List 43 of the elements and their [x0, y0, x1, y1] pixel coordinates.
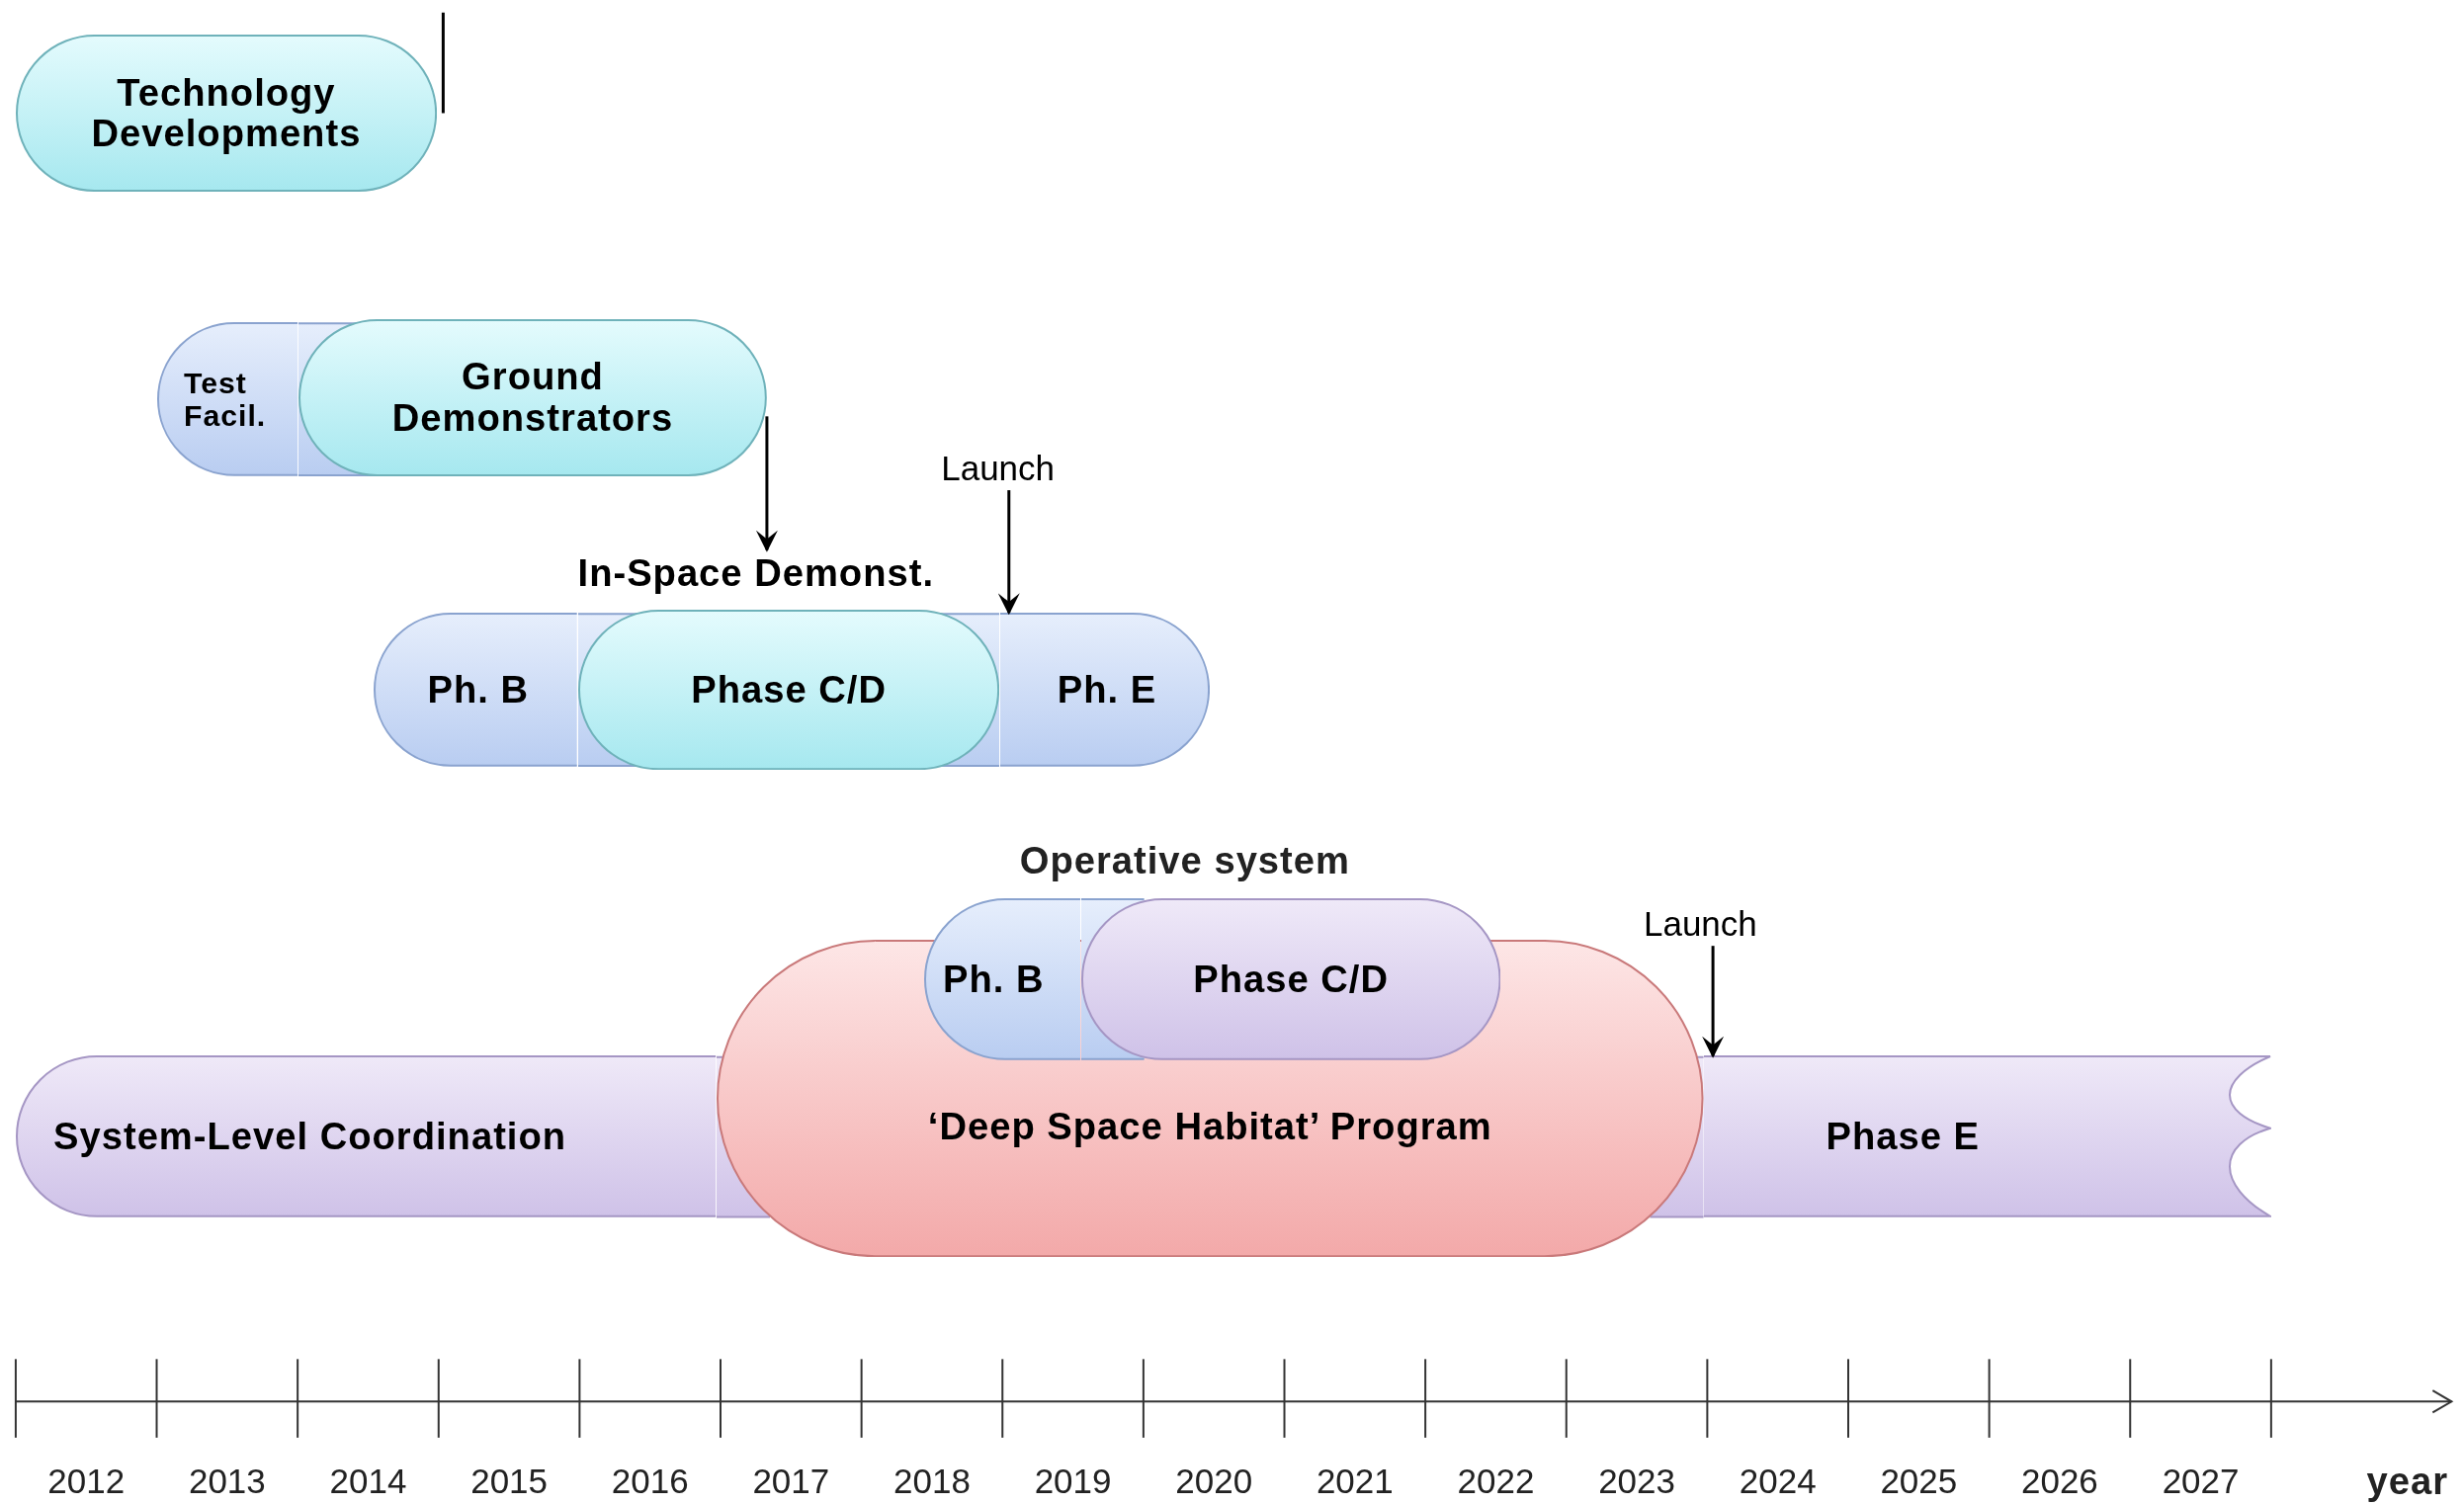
annotation-text: Launch	[1621, 901, 1779, 947]
node-label: Ph. B	[943, 959, 1045, 1001]
pill-shape	[15, 1055, 717, 1218]
node-label: System-Level Coordination	[53, 1116, 567, 1158]
node-label: Phase C/D	[1193, 959, 1390, 1001]
node-label: Ph. B	[427, 669, 529, 711]
arrow	[755, 416, 778, 552]
pill-shape	[374, 613, 579, 767]
year-label: 2026	[2021, 1462, 2098, 1502]
pill-shape	[15, 34, 437, 192]
pill-shape	[157, 321, 299, 476]
year-label: 2027	[2162, 1462, 2240, 1502]
node-label: Technology Developments	[90, 71, 363, 155]
year-label: 2022	[1457, 1462, 1535, 1502]
node-label: Phase C/D	[691, 669, 888, 711]
year-label: 2025	[1880, 1462, 1958, 1502]
connector-line	[441, 12, 445, 114]
pill-shape	[999, 613, 1211, 767]
node-label: Ph. E	[1057, 669, 1157, 711]
year-label: 2023	[1598, 1462, 1675, 1502]
year-label: 2020	[1175, 1462, 1253, 1502]
arrow	[1702, 946, 1725, 1058]
year-label: 2018	[893, 1462, 971, 1502]
heading-text: Operative system	[1019, 839, 1350, 883]
year-label: 2017	[752, 1462, 830, 1502]
axis-title: year	[2366, 1460, 2449, 1504]
node-label: ‘Deep Space Habitat’ Program	[927, 1106, 1492, 1147]
year-label: 2014	[329, 1462, 407, 1502]
year-label: 2021	[1316, 1462, 1394, 1502]
heading-text: In-Space Demonst.	[528, 549, 984, 598]
year-label: 2013	[188, 1462, 266, 1502]
year-label: 2016	[611, 1462, 689, 1502]
year-label: 2015	[470, 1462, 548, 1502]
year-label: 2024	[1739, 1462, 1817, 1502]
node-label: Phase E	[1826, 1116, 1981, 1158]
node-label: Test Facil.	[184, 366, 268, 433]
arrow	[997, 490, 1020, 616]
pill-shape	[923, 898, 1081, 1061]
year-label: 2012	[47, 1462, 126, 1502]
year-label: 2019	[1034, 1462, 1112, 1502]
banner-shape	[1703, 1055, 2271, 1218]
node-label: Ground Demonstrators	[390, 356, 675, 440]
annotation-text: Launch	[919, 446, 1077, 491]
